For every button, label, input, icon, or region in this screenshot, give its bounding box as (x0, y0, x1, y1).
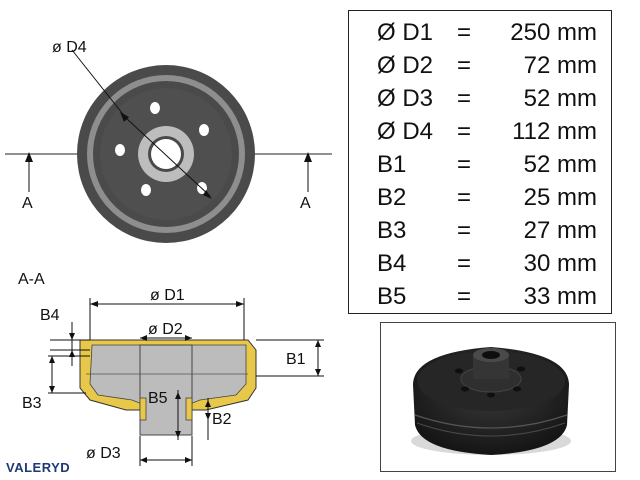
spec-equals: = (457, 52, 472, 79)
front-view: ø D4 A A (5, 39, 332, 243)
section-arrow-head (25, 152, 33, 162)
bolt-hole (141, 184, 151, 196)
spec-value: 112 mm (512, 118, 597, 145)
d4-dimension-line (125, 117, 211, 197)
d3-label: ø D3 (86, 445, 121, 462)
spec-value: 52 mm (523, 151, 597, 178)
b5-arrow-head (175, 392, 181, 399)
b2-arrow-head (205, 400, 211, 407)
d4-arrow-head (120, 112, 129, 122)
spec-equals: = (457, 151, 472, 178)
spec-equals: = (457, 250, 472, 277)
spec-name: Ø D2 (377, 52, 434, 79)
d2-label: ø D2 (148, 321, 183, 338)
spec-equals: = (457, 184, 472, 211)
bolt-hole (115, 144, 125, 156)
d4-leader-line (71, 49, 127, 119)
brand-logo: VALERYD (6, 460, 71, 475)
section-label-left: A (22, 195, 33, 212)
spec-equals: = (457, 217, 472, 244)
spec-name: B1 (377, 151, 407, 178)
b4-arrow-head (69, 350, 75, 357)
d4-arrow-head (203, 190, 212, 199)
bolt-hole (150, 102, 160, 114)
spec-equals: = (457, 283, 472, 310)
section-arrow-head (304, 152, 312, 162)
b3-label: B3 (22, 395, 42, 412)
b1-arrow-head (315, 340, 321, 347)
b4-arrow-head (69, 333, 75, 340)
spec-table: Ø D1 = 250 mm Ø D2 = 72 mm Ø D3 = 52 mm … (348, 10, 612, 314)
spec-row-b2: B2 = 25 mm (349, 180, 613, 213)
photo-bolt-hole (487, 392, 495, 398)
spec-value: 52 mm (523, 85, 597, 112)
photo-hub-bore (482, 351, 500, 359)
hub-wall-left (139, 397, 147, 421)
spec-value: 250 mm (510, 19, 597, 46)
spec-row-b1: B1 = 52 mm (349, 147, 613, 180)
bolt-hole (199, 124, 209, 136)
spec-value: 25 mm (523, 184, 597, 211)
b5-label: B5 (148, 390, 168, 407)
section-label-right: A (300, 195, 311, 212)
spec-value: 33 mm (523, 283, 597, 310)
d2-arrow-head (140, 335, 147, 341)
photo-bolt-holes (455, 366, 525, 398)
spec-row-b4: B4 = 30 mm (349, 246, 613, 279)
product-photo (380, 322, 616, 472)
spec-value: 30 mm (523, 250, 597, 277)
hub-wall-right (185, 397, 193, 421)
spec-equals: = (457, 19, 472, 46)
d3-arrow-head (185, 457, 192, 463)
b2-arrow-head (205, 413, 211, 420)
d1-arrow-head (90, 301, 98, 307)
spec-name: Ø D1 (377, 19, 434, 46)
photo-ridge (416, 422, 566, 437)
d4-label: ø D4 (52, 39, 87, 56)
spec-value: 27 mm (523, 217, 597, 244)
b3-arrow-head (49, 356, 55, 363)
b2-label: B2 (212, 411, 232, 428)
spec-row-d2: Ø D2 = 72 mm (349, 48, 613, 81)
spec-row-b3: B3 = 27 mm (349, 213, 613, 246)
spec-name: B3 (377, 217, 407, 244)
photo-ridge (414, 414, 568, 429)
spec-value: 72 mm (523, 52, 597, 79)
b4-label: B4 (40, 307, 60, 324)
brake-drum-photo (411, 347, 571, 455)
b1-label: B1 (286, 351, 306, 368)
section-title: A-A (18, 271, 45, 288)
b1-arrow-head (315, 369, 321, 376)
spec-name: B4 (377, 250, 407, 277)
photo-bolt-hole (513, 386, 521, 392)
spec-row-d4: Ø D4 = 112 mm (349, 114, 613, 147)
b3-arrow-head (49, 386, 55, 393)
drum-rim-ring (87, 75, 245, 233)
photo-bolt-hole (461, 386, 469, 392)
spec-name: Ø D4 (377, 118, 434, 145)
d2-arrow-head (185, 335, 192, 341)
spec-row-d1: Ø D1 = 250 mm (349, 15, 613, 48)
b5-arrow-head (175, 431, 181, 438)
spec-name: B2 (377, 184, 407, 211)
spec-row-d3: Ø D3 = 52 mm (349, 81, 613, 114)
spec-equals: = (457, 118, 472, 145)
spec-name: Ø D3 (377, 85, 434, 112)
photo-bolt-hole (455, 368, 463, 374)
spec-name: B5 (377, 283, 407, 310)
d1-label: ø D1 (150, 287, 185, 304)
hub-bore (139, 344, 193, 436)
section-view: A-A ø D1 ø D2 ø D3 B4 (18, 271, 324, 466)
spec-equals: = (457, 85, 472, 112)
photo-bolt-hole (517, 366, 525, 372)
d3-arrow-head (140, 457, 147, 463)
d1-arrow-head (236, 301, 244, 307)
spec-row-b5: B5 = 33 mm (349, 279, 613, 312)
